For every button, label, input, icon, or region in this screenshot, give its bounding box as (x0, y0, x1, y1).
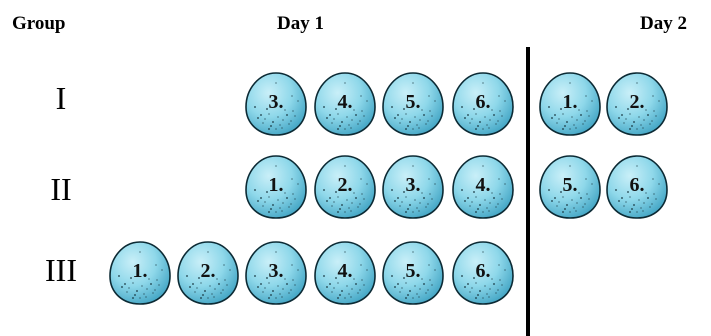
egg: 1. (537, 71, 603, 137)
egg-number-label: 6. (604, 175, 670, 195)
egg: 2. (175, 240, 241, 306)
egg-number-label: 3. (380, 175, 446, 195)
egg: 3. (243, 240, 309, 306)
egg-number-label: 4. (312, 92, 378, 112)
egg: 6. (604, 154, 670, 220)
egg: 5. (380, 71, 446, 137)
egg: 1. (243, 154, 309, 220)
egg-number-label: 3. (243, 92, 309, 112)
egg: 5. (380, 240, 446, 306)
group-label: III (40, 254, 82, 286)
egg: 2. (604, 71, 670, 137)
egg: 4. (312, 71, 378, 137)
egg-number-label: 5. (380, 92, 446, 112)
egg-number-label: 1. (537, 92, 603, 112)
egg-number-label: 6. (450, 261, 516, 281)
egg: 4. (312, 240, 378, 306)
day-2-header: Day 2 (640, 14, 687, 33)
egg: 6. (450, 71, 516, 137)
egg: 3. (243, 71, 309, 137)
egg-number-label: 4. (450, 175, 516, 195)
egg: 4. (450, 154, 516, 220)
group-label: I (40, 82, 82, 114)
egg-number-label: 2. (604, 92, 670, 112)
egg-number-label: 2. (312, 175, 378, 195)
egg-number-label: 1. (107, 261, 173, 281)
egg-number-label: 3. (243, 261, 309, 281)
egg-number-label: 4. (312, 261, 378, 281)
day-1-header: Day 1 (277, 14, 324, 33)
egg: 6. (450, 240, 516, 306)
egg-number-label: 2. (175, 261, 241, 281)
egg-number-label: 5. (537, 175, 603, 195)
day-divider-line (526, 47, 530, 336)
egg-number-label: 5. (380, 261, 446, 281)
egg: 2. (312, 154, 378, 220)
group-label: II (40, 173, 82, 205)
egg: 5. (537, 154, 603, 220)
egg: 1. (107, 240, 173, 306)
egg-number-label: 6. (450, 92, 516, 112)
egg-number-label: 1. (243, 175, 309, 195)
group-column-header: Group (12, 14, 66, 33)
egg: 3. (380, 154, 446, 220)
